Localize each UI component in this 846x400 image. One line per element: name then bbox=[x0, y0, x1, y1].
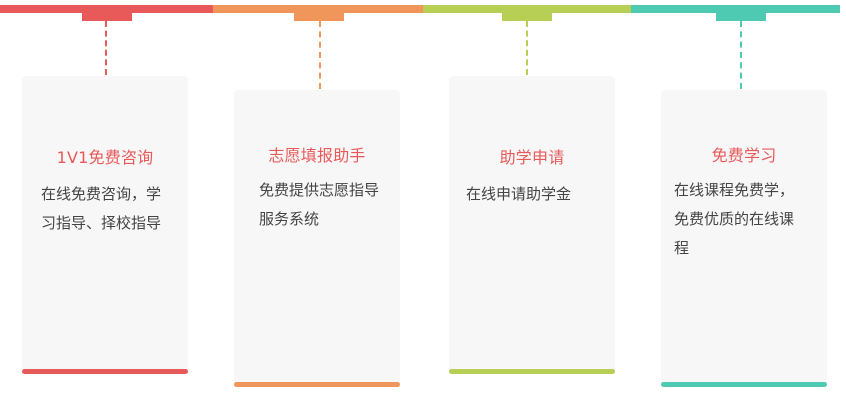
card-accent-bar bbox=[449, 369, 615, 374]
timeline-segment-2 bbox=[213, 5, 423, 13]
service-card-free-learning[interactable]: 免费学习 在线课程免费学，免费优质的在线课程 bbox=[661, 90, 827, 387]
card-title: 1V1免费咨询 bbox=[56, 148, 154, 167]
card-accent-bar bbox=[22, 369, 188, 374]
connector-line-2 bbox=[319, 21, 321, 89]
connector-line-3 bbox=[526, 21, 528, 75]
card-accent-bar bbox=[661, 382, 827, 387]
timeline-tab-1 bbox=[82, 12, 132, 21]
service-card-consulting[interactable]: 1V1免费咨询 在线免费咨询，学习指导、择校指导 bbox=[22, 76, 188, 374]
card-title: 志愿填报助手 bbox=[268, 146, 366, 165]
card-description: 在线申请助学金 bbox=[466, 185, 572, 203]
card-title: 助学申请 bbox=[499, 148, 565, 167]
timeline-tab-4 bbox=[716, 12, 766, 21]
service-card-financial-aid[interactable]: 助学申请 在线申请助学金 bbox=[449, 76, 615, 374]
card-description: 在线课程免费学，免费优质的在线课程 bbox=[674, 181, 795, 257]
service-card-application-helper[interactable]: 志愿填报助手 免费提供志愿指导服务系统 bbox=[234, 90, 400, 387]
timeline-segment-3 bbox=[423, 5, 631, 13]
card-description: 免费提供志愿指导服务系统 bbox=[259, 181, 380, 228]
connector-line-4 bbox=[740, 21, 742, 89]
timeline-segment-1 bbox=[0, 5, 213, 13]
card-description: 在线免费咨询，学习指导、择校指导 bbox=[41, 185, 162, 232]
timeline-tab-2 bbox=[294, 12, 344, 21]
connector-line-1 bbox=[105, 21, 107, 75]
timeline-tab-3 bbox=[502, 12, 552, 21]
timeline-segment-4 bbox=[631, 5, 840, 13]
card-accent-bar bbox=[234, 382, 400, 387]
card-title: 免费学习 bbox=[711, 146, 777, 165]
